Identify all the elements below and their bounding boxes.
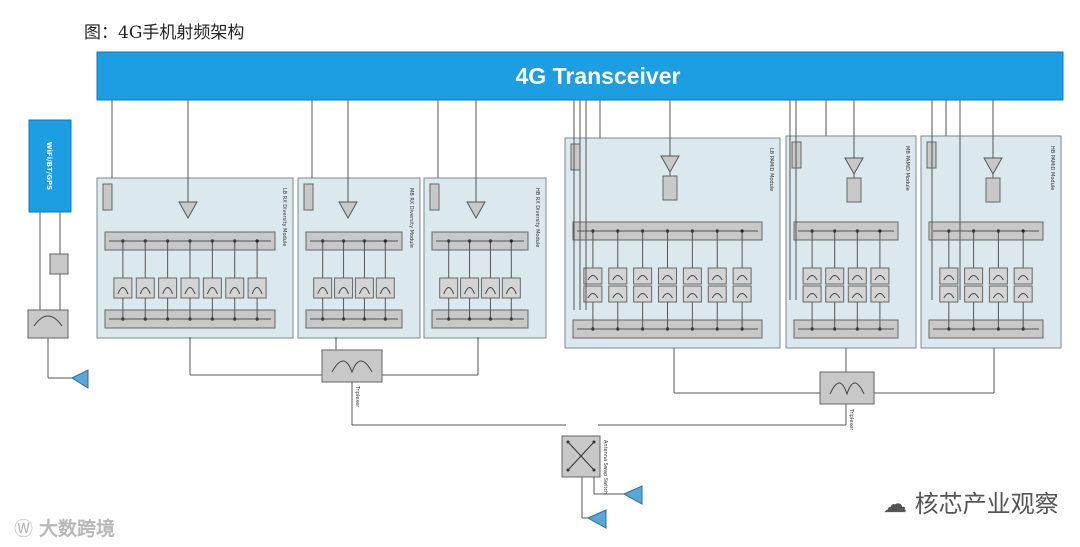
filter-curve bbox=[943, 275, 955, 281]
triplexer-right bbox=[819, 371, 875, 405]
filter-curve bbox=[484, 287, 496, 295]
filter-curve bbox=[711, 293, 723, 299]
filter-curve bbox=[968, 275, 980, 281]
filter-curve bbox=[662, 275, 673, 281]
lb-rx-module-label: LB RX Diversity Module bbox=[281, 188, 287, 246]
control-interface bbox=[570, 143, 581, 171]
filter-curve bbox=[443, 287, 455, 295]
filter-curve bbox=[829, 275, 841, 281]
filter-curve bbox=[612, 275, 624, 281]
filter-curve bbox=[587, 275, 599, 281]
watermark-left: Ⓦ 大数跨境 bbox=[14, 518, 116, 540]
switch-node bbox=[878, 229, 882, 233]
switch-node bbox=[1021, 229, 1025, 233]
filter-curve bbox=[206, 287, 218, 295]
mb-rx-module-label: MB RX Diversity Module bbox=[408, 188, 414, 248]
wifi-bt-gps-label: WiFi/BT/GPS bbox=[45, 142, 53, 190]
filter-curve bbox=[992, 293, 1004, 299]
mb-pamid-module: MB PAMiD Module bbox=[785, 135, 917, 349]
filter-curve bbox=[379, 287, 391, 295]
filter-curve bbox=[874, 275, 886, 281]
mb-rx-module: MB RX Diversity Module bbox=[297, 177, 421, 339]
filter-curve bbox=[874, 293, 886, 299]
filter-curve bbox=[1017, 293, 1029, 299]
antenna-icon bbox=[586, 509, 607, 529]
filter-curve bbox=[686, 293, 698, 299]
watermark-right: ☁ 核芯产业观察 bbox=[883, 490, 1059, 518]
filter-curve bbox=[736, 293, 748, 299]
filter-curve bbox=[736, 275, 748, 281]
filter-curve bbox=[829, 293, 841, 299]
filter-curve bbox=[711, 275, 723, 281]
filter-curve bbox=[162, 287, 174, 295]
wechat-icon: ☁ bbox=[883, 490, 915, 518]
lb-pamid-module-label: LB PAMiD Module bbox=[768, 148, 774, 191]
control-interface bbox=[102, 183, 113, 211]
hb-pamid-module-label: HB PAMiD Module bbox=[1049, 146, 1055, 190]
filter-curve bbox=[851, 275, 863, 281]
switch-node bbox=[383, 239, 387, 243]
hb-pamid-module: HB PAMiD Module bbox=[920, 135, 1062, 349]
wifi-diplexer bbox=[27, 309, 69, 339]
mb-pamid-module-frame bbox=[785, 135, 917, 349]
transceiver-label: 4G Transceiver bbox=[516, 63, 681, 89]
filter-curve bbox=[851, 293, 863, 299]
figure-caption: 图：4G手机射频架构 bbox=[84, 23, 245, 43]
bottom-routing bbox=[189, 337, 995, 519]
filter-curve bbox=[358, 287, 370, 295]
weibo-icon: Ⓦ bbox=[14, 518, 40, 540]
switch-node bbox=[509, 239, 513, 243]
lb-rx-module: LB RX Diversity Module bbox=[96, 177, 294, 339]
control-interface bbox=[303, 183, 314, 211]
filter-curve bbox=[505, 287, 517, 295]
triplexer-right-label: Triplexer bbox=[848, 408, 854, 431]
triplexer-left-label: Triplexer bbox=[354, 385, 360, 408]
hb-rx-module: HB RX Diversity Module bbox=[423, 177, 547, 339]
pa-control bbox=[662, 175, 678, 201]
wifi-filter bbox=[49, 253, 69, 275]
mb-pamid-module-label: MB PAMiD Module bbox=[904, 146, 910, 191]
filter-curve bbox=[251, 287, 263, 295]
pa-control bbox=[846, 177, 862, 203]
filter-curve bbox=[662, 293, 673, 299]
pa-control bbox=[985, 177, 1001, 203]
filter-curve bbox=[968, 293, 980, 299]
filter-curve bbox=[686, 275, 698, 281]
switch-node bbox=[255, 239, 259, 243]
filter-curve bbox=[806, 275, 818, 281]
filter-curve bbox=[587, 293, 599, 299]
filter-curve bbox=[806, 293, 818, 299]
antenna-icon bbox=[622, 485, 643, 505]
lb-pamid-module: LB PAMiD Module bbox=[564, 137, 781, 349]
switch-node bbox=[740, 229, 744, 233]
filter-curve bbox=[229, 287, 241, 295]
filter-curve bbox=[117, 287, 129, 295]
filter-curve bbox=[464, 287, 476, 295]
filter-curve bbox=[139, 287, 151, 295]
transceiver-bar bbox=[96, 51, 1064, 101]
antenna-swap-switch-label: Antenna Swap Switch bbox=[602, 440, 608, 494]
lb-pamid-module-frame bbox=[564, 137, 781, 349]
filter-curve bbox=[637, 293, 649, 299]
filter-curve bbox=[612, 293, 624, 299]
filter-curve bbox=[1017, 275, 1029, 281]
filter-curve bbox=[338, 287, 350, 295]
filter-curve bbox=[992, 275, 1004, 281]
antenna-icon bbox=[70, 369, 89, 389]
filter-curve bbox=[943, 293, 955, 299]
hb-rx-module-label: HB RX Diversity Module bbox=[534, 188, 540, 247]
wifi-bt-gps-block bbox=[28, 119, 72, 213]
filter-curve bbox=[317, 287, 329, 295]
filter-curve bbox=[637, 275, 649, 281]
filter-curve bbox=[184, 287, 196, 295]
triplexer-left bbox=[321, 349, 383, 383]
control-interface bbox=[429, 183, 440, 211]
